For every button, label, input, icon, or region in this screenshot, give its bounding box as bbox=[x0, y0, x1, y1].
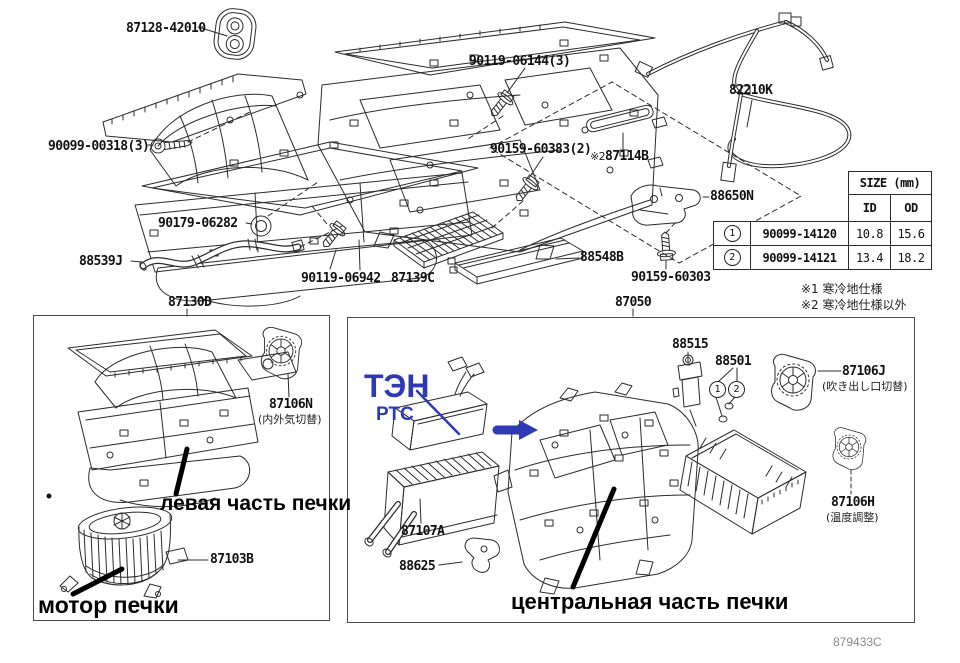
label-service-cover: 87128-42010 bbox=[126, 21, 206, 36]
size-table-col-id: ID bbox=[848, 194, 891, 222]
size-table-row1-num: 1 bbox=[713, 221, 751, 246]
leader-lines-left-box bbox=[177, 308, 290, 561]
blue-annotations bbox=[415, 389, 538, 440]
drawing-code: 879433C bbox=[833, 635, 882, 649]
annotation-motor: мотор печки bbox=[38, 592, 179, 618]
caption-servo-87106H: (温度調整) bbox=[826, 511, 879, 524]
size-table-row2-part: 90099-14121 bbox=[750, 245, 849, 270]
label-servo-87106N: 87106N bbox=[269, 397, 313, 412]
oring-number-1: 1 bbox=[709, 381, 726, 398]
thick-annotation-lines-left bbox=[70, 446, 190, 597]
size-table-row2-id: 13.4 bbox=[848, 245, 891, 270]
fastener-drawings bbox=[150, 87, 677, 262]
size-table-row1-od: 15.6 bbox=[890, 221, 932, 246]
duct-87114B-drawing bbox=[586, 104, 654, 133]
service-cover-drawing bbox=[213, 8, 257, 60]
water-hose-drawing bbox=[139, 238, 305, 271]
duct-note-mark: ※2 bbox=[590, 150, 606, 163]
central-unit-drawing bbox=[493, 382, 699, 595]
label-clamp: 88625 bbox=[399, 559, 436, 574]
label-screw-a: 90099-00318(3) bbox=[48, 139, 150, 154]
caption-servo-87106N: (内外気切替) bbox=[258, 413, 322, 426]
label-servo-87106H: 87106H bbox=[831, 495, 875, 510]
label-bolt-a: 90119-06144(3) bbox=[469, 54, 571, 69]
cabin-filter-drawing bbox=[393, 211, 504, 269]
blower-unit-drawing bbox=[67, 329, 297, 507]
size-table-row1-part: 90099-14120 bbox=[750, 221, 849, 246]
label-bolt-b: 90159-60383(2) bbox=[490, 142, 592, 157]
label-left-box-title: 87130D bbox=[168, 295, 212, 310]
filter-cover-drawing bbox=[447, 237, 584, 285]
thick-annotation-line-central bbox=[570, 486, 617, 590]
clamp-88625-drawing bbox=[464, 537, 500, 573]
label-right-box-title: 87050 bbox=[615, 295, 652, 310]
annotation-central: центральная часть печки bbox=[511, 589, 789, 614]
label-heater-core: 87107A bbox=[401, 524, 445, 539]
heater-unit-left-drawing bbox=[102, 73, 479, 307]
evaporator-drawing bbox=[679, 429, 807, 535]
label-water-hose: 88539J bbox=[79, 254, 123, 269]
oring-number-2: 2 bbox=[728, 381, 745, 398]
label-oring-set: 88501 bbox=[715, 354, 752, 369]
size-table-note-1: ※1 寒冷地仕様 bbox=[801, 282, 883, 296]
size-table-note-2: ※2 寒冷地仕様以外 bbox=[801, 298, 907, 312]
label-cabin-filter: 87139C bbox=[391, 271, 435, 286]
label-filter-cover: 88548B bbox=[580, 250, 624, 265]
label-grommet: 90179-06282 bbox=[158, 216, 238, 231]
label-blower-motor: 87103B bbox=[210, 552, 254, 567]
left-section-box bbox=[33, 315, 330, 621]
label-bolt-c: 90159-60303 bbox=[631, 270, 711, 285]
size-table: SIZE (mm) ID OD 1 90099-14120 10.8 15.6 … bbox=[713, 171, 932, 270]
annotation-ptc: РТС bbox=[376, 404, 414, 425]
label-amplifier: 88650N bbox=[710, 189, 754, 204]
heater-unit-right-drawing bbox=[317, 21, 668, 260]
stray-dot bbox=[46, 493, 52, 499]
right-section-box bbox=[347, 317, 915, 623]
size-table-col-od: OD bbox=[890, 194, 932, 222]
leader-lines-top bbox=[130, 26, 753, 271]
size-table-row1-id: 10.8 bbox=[848, 221, 891, 246]
amplifier-88650N-drawing bbox=[630, 184, 701, 226]
label-expansion-valve: 88515 bbox=[672, 337, 709, 352]
ptc-heater-drawing bbox=[391, 356, 488, 451]
dashed-construction-lines bbox=[187, 81, 802, 264]
wire-harness-drawing bbox=[634, 12, 852, 183]
label-duct: ※287114B bbox=[590, 149, 649, 164]
heater-core-drawing bbox=[364, 451, 500, 558]
label-wire-harness: 82210K bbox=[729, 83, 773, 98]
size-table-row2-od: 18.2 bbox=[890, 245, 932, 270]
size-table-title: SIZE (mm) bbox=[848, 171, 932, 195]
oring-drawings bbox=[715, 367, 738, 423]
label-bolt-d: 90119-06942 bbox=[301, 271, 381, 286]
annotation-left-part: левая часть печки bbox=[160, 492, 352, 515]
size-table-row2-num: 2 bbox=[713, 245, 751, 270]
leader-lines-right-box bbox=[419, 308, 852, 566]
caption-servo-87106J: (吹き出し口切替) bbox=[822, 380, 908, 393]
annotation-ten: ТЭН bbox=[364, 368, 430, 404]
label-servo-87106J: 87106J bbox=[842, 364, 886, 379]
